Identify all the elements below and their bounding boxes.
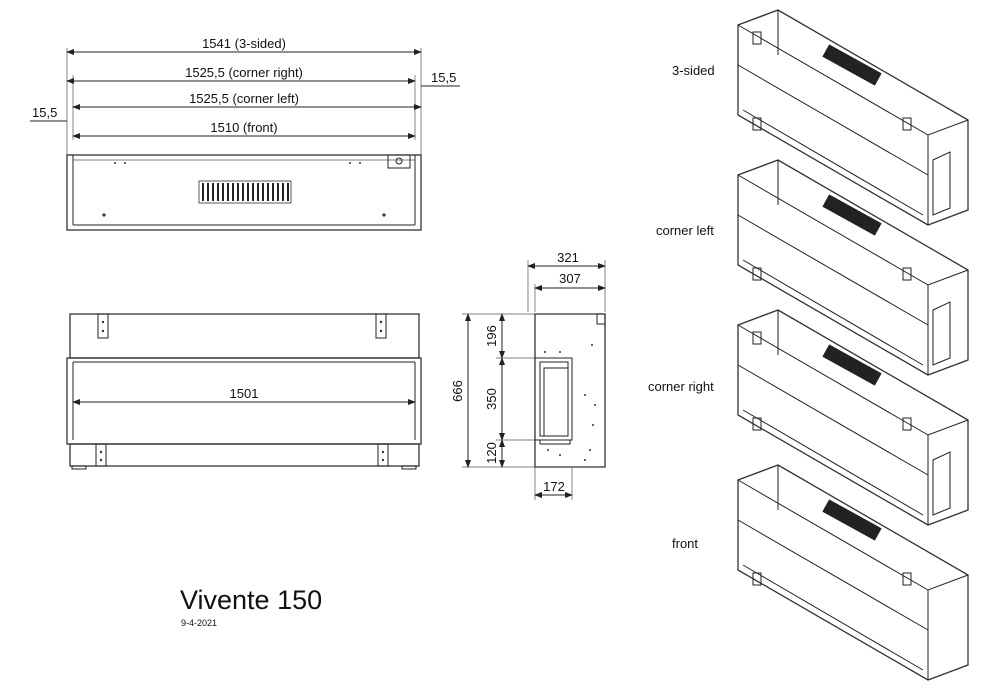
dim-corner-left: 1525,5 (corner left): [189, 91, 299, 106]
vent-grille: [198, 180, 292, 204]
label-corner-right: corner right: [648, 379, 714, 394]
iso-corner-right: [737, 309, 969, 526]
dim-h-top: 196: [484, 325, 499, 347]
iso-3-sided: [737, 9, 969, 226]
dim-offset-right: 15,5: [431, 70, 456, 85]
dim-front-width: 1501: [230, 386, 259, 401]
front-view: 1501: [66, 313, 422, 470]
label-front: front: [672, 536, 698, 551]
dim-offset-left: 15,5: [32, 105, 57, 120]
side-view: 321 307 666 196 350 120 172: [450, 250, 606, 500]
top-view: 1541 (3-sided) 1525,5 (corner right) 152…: [30, 36, 460, 231]
label-3-sided: 3-sided: [672, 63, 715, 78]
drawing-title: Vivente 150: [180, 585, 322, 615]
dim-depth-inner: 307: [559, 271, 581, 286]
label-corner-left: corner left: [656, 223, 714, 238]
dim-height-total: 666: [450, 380, 465, 402]
dim-front: 1510 (front): [210, 120, 277, 135]
dim-h-mid: 350: [484, 388, 499, 410]
dim-corner-right: 1525,5 (corner right): [185, 65, 303, 80]
iso-front: [737, 464, 969, 681]
drawing-date: 9-4-2021: [181, 618, 217, 628]
dim-depth-total: 321: [557, 250, 579, 265]
dim-3-sided: 1541 (3-sided): [202, 36, 286, 51]
dim-h-bottom: 120: [484, 442, 499, 464]
iso-corner-left: [737, 159, 969, 376]
dim-depth-bottom: 172: [543, 479, 565, 494]
